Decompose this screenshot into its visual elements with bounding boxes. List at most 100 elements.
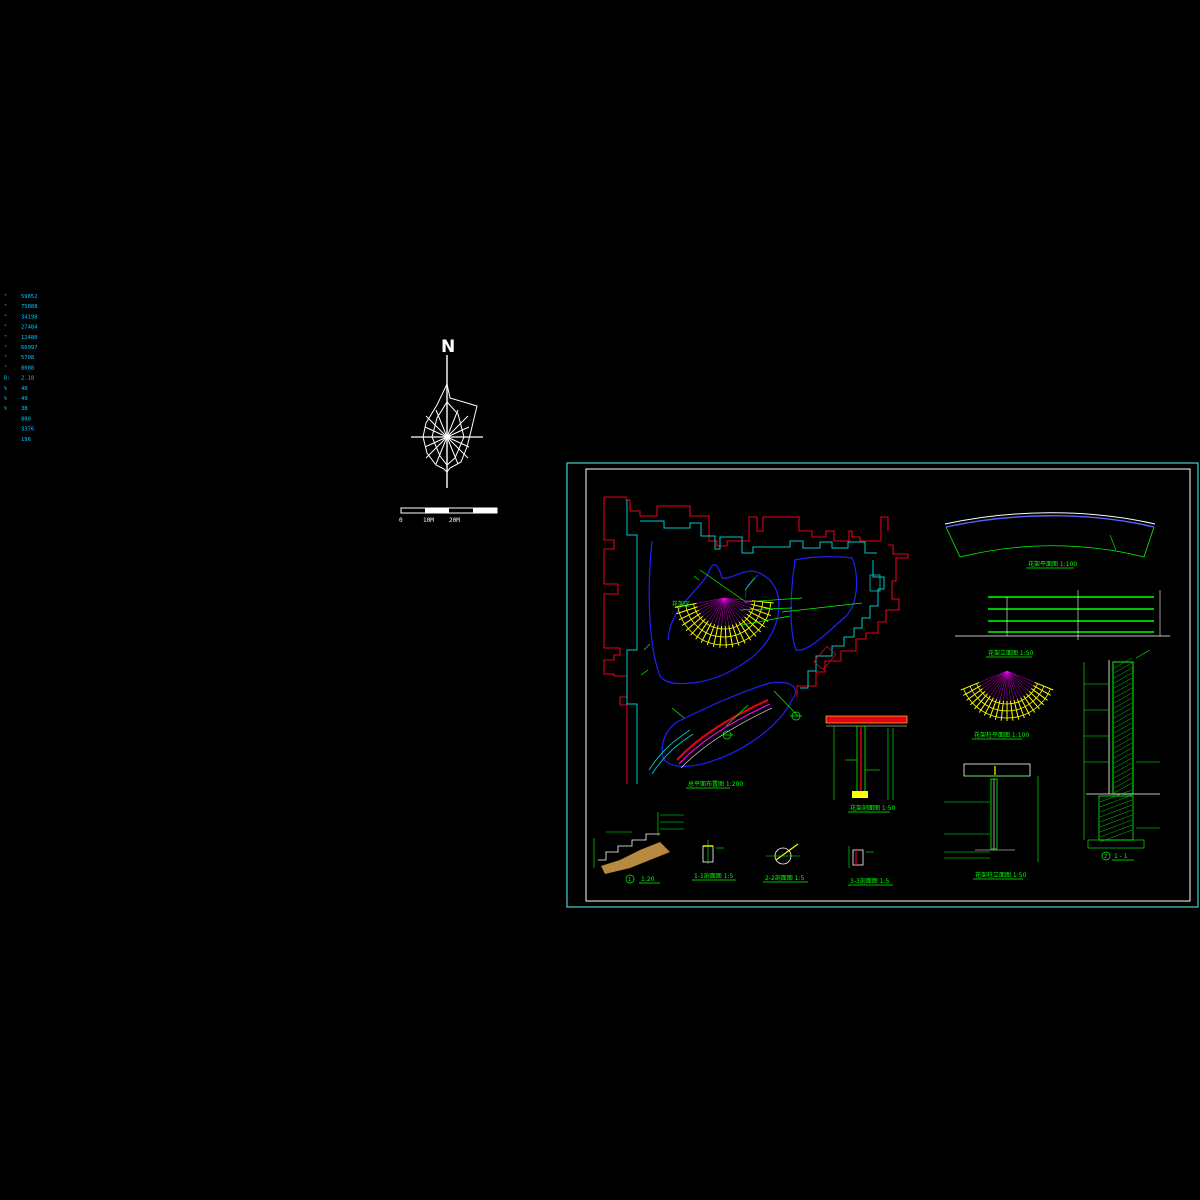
- radial: [1006, 670, 1030, 692]
- stat-value: 3376: [21, 427, 34, 433]
- radial: [723, 597, 733, 625]
- hatch: [1113, 657, 1133, 669]
- radial: [996, 670, 1008, 700]
- radial: [1006, 670, 1021, 698]
- pergola-column-plan-title: 花架柱平面图 1:100: [974, 731, 1029, 739]
- hatch: [1113, 732, 1133, 744]
- stat-value: 5708: [21, 355, 34, 361]
- radial: [698, 597, 725, 611]
- stat-mark: ": [4, 304, 7, 310]
- pergola-column-elevation: 花架柱立面图 1:50: [944, 763, 1039, 880]
- pergola-elevation-title: 花架立面图 1:50: [988, 649, 1034, 657]
- step-detail: 1 1:20: [593, 812, 684, 884]
- radial: [1006, 670, 1034, 686]
- radial: [980, 670, 1008, 686]
- radial: [984, 670, 1008, 692]
- radial: [702, 597, 725, 617]
- stat-mark: ": [4, 355, 7, 361]
- beam-section-title: 花架剖面图 1:50: [850, 804, 896, 812]
- radial: [721, 597, 725, 626]
- hatch: [1099, 794, 1133, 808]
- hatch: [1099, 809, 1133, 823]
- stat-value: 27484: [21, 325, 38, 331]
- beam-arc: [976, 683, 1038, 705]
- hatch: [1113, 677, 1133, 689]
- site-plan: 花架区 总平面布置图 1:200: [603, 496, 909, 789]
- stat-mark: ": [4, 345, 7, 351]
- stat-value: 49: [21, 396, 28, 402]
- stat-mark: ": [4, 294, 7, 300]
- scale-label-10m: 10M: [423, 517, 434, 524]
- hatch: [1113, 747, 1133, 759]
- stat-value: 75888: [21, 304, 38, 310]
- hatch: [1113, 702, 1133, 714]
- stat-mark: %: [4, 396, 7, 402]
- radial: [1006, 670, 1032, 689]
- radial: [1006, 670, 1035, 683]
- hatch: [1099, 824, 1133, 838]
- stat-value: 12480: [21, 335, 38, 341]
- radial: [723, 597, 752, 601]
- hatch: [1113, 692, 1133, 704]
- north-label: N: [441, 337, 455, 357]
- step-detail-number: 1: [628, 877, 631, 883]
- stat-value: 34198: [21, 314, 38, 320]
- radial: [723, 597, 751, 609]
- wall-section: 2 1 - 1: [1083, 649, 1160, 861]
- beam-arc: [685, 601, 764, 638]
- radial: [717, 597, 725, 626]
- statistics-table: "59652"75888"34198"27484"12480"66997"570…: [4, 294, 38, 443]
- beam-section: 花架剖面图 1:50: [825, 715, 908, 813]
- hatch: [1113, 737, 1133, 749]
- hatch: [1113, 717, 1133, 729]
- beam-arc: [963, 688, 1051, 719]
- scale-label-0: 0: [399, 517, 403, 524]
- hatch: [1113, 762, 1133, 774]
- hatch: [1113, 757, 1133, 769]
- radial: [723, 597, 730, 626]
- radial: [1006, 670, 1011, 701]
- hatch: [1113, 782, 1133, 794]
- compass: N 0 10M 20M: [399, 337, 498, 524]
- pergola-beam-plan: 花架平面图 1:100: [944, 512, 1156, 569]
- hatch: [1099, 799, 1133, 813]
- radial: [723, 597, 740, 622]
- radial: [723, 597, 743, 620]
- stat-mark: %: [4, 406, 7, 412]
- step-detail-title: 1:20: [641, 876, 655, 883]
- stat-mark: B:: [4, 376, 10, 382]
- radial: [711, 597, 725, 624]
- hatch: [1113, 752, 1133, 764]
- stat-mark: ": [4, 365, 7, 371]
- radial: [982, 670, 1008, 689]
- stat-value: 2.18: [21, 376, 34, 382]
- stat-value: 880: [21, 416, 31, 422]
- hatch: [1113, 722, 1133, 734]
- hatch: [1113, 687, 1133, 699]
- hatch: [1113, 697, 1133, 709]
- scale-label-20m: 20M: [449, 517, 460, 524]
- detail-b-title: 2-2剖面图 1:5: [765, 874, 805, 882]
- hatch: [1113, 767, 1133, 779]
- radial: [1006, 670, 1018, 700]
- plan-marker-label: 花架区: [672, 600, 690, 608]
- stat-value: 59652: [21, 294, 38, 300]
- radial: [990, 670, 1008, 697]
- radial: [1006, 670, 1015, 701]
- stat-value: 196: [21, 437, 31, 443]
- hatch: [1099, 804, 1133, 818]
- stat-mark: ": [4, 335, 7, 341]
- radial: [723, 597, 747, 615]
- hatch: [1113, 777, 1133, 789]
- radial: [723, 597, 752, 605]
- pergola-column-plan: 花架柱平面图 1:100: [960, 670, 1054, 740]
- hatch: [1099, 814, 1133, 828]
- radial: [705, 597, 725, 619]
- radial: [700, 597, 725, 614]
- pergola-elevation: 花架立面图 1:50: [955, 590, 1170, 658]
- detail-a-title: 1-1剖面图 1:5: [694, 872, 734, 880]
- wall-section-number: 2: [1104, 854, 1107, 860]
- beam-arc: [693, 601, 756, 630]
- stat-mark: %: [4, 386, 7, 392]
